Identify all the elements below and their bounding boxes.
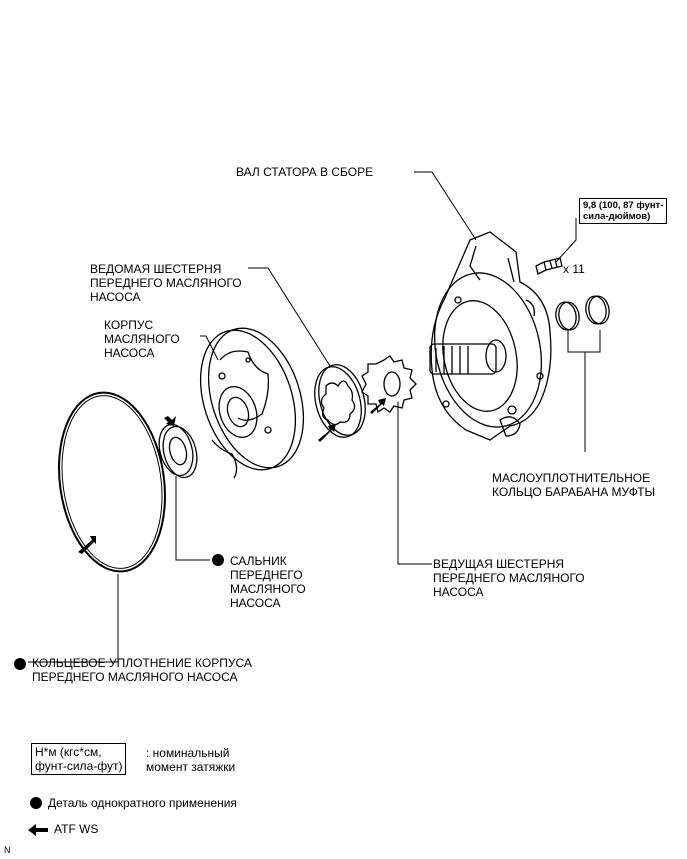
bolt-drawing xyxy=(535,257,563,275)
label-oil-seal: САЛЬНИК ПЕРЕДНЕГО МАСЛЯНОГО НАСОСА xyxy=(230,554,306,610)
legend-non-reusable-dot-icon xyxy=(30,797,42,809)
legend-unit-desc: : номинальный момент затяжки xyxy=(146,746,236,774)
legend-arrow-icon xyxy=(28,824,48,836)
label-drive-gear: ВЕДУЩАЯ ШЕСТЕРНЯ ПЕРЕДНЕГО МАСЛЯНОГО НАС… xyxy=(433,557,585,599)
legend-non-reusable: Деталь однократного применения xyxy=(48,796,237,810)
label-driven-gear: ВЕДОМАЯ ШЕСТЕРНЯ ПЕРЕДНЕГО МАСЛЯНОГО НАС… xyxy=(90,262,242,304)
bolt-count: x 11 xyxy=(563,262,585,276)
stator-shaft-drawing xyxy=(429,231,552,441)
label-stator-shaft: ВАЛ СТАТОРА В СБОРЕ xyxy=(236,165,374,179)
label-seal-ring: МАСЛОУПЛОТНИТЕЛЬНОЕ КОЛЬЦО БАРАБАНА МУФТ… xyxy=(492,471,656,499)
seal-rings-drawing xyxy=(555,295,610,331)
torque-spec-box: 9,8 (100, 87 фунт- сила-дюймов) xyxy=(579,198,668,224)
label-o-ring: КОЛЬЦЕВОЕ УПЛОТНЕНИЕ КОРПУСА ПЕРЕДНЕГО М… xyxy=(32,656,252,684)
non-reusable-dot-icon xyxy=(14,658,26,670)
oil-seal-drawing xyxy=(158,423,198,479)
legend-atf: ATF WS xyxy=(54,822,99,836)
label-pump-body: КОРПУС МАСЛЯНОГО НАСОСА xyxy=(104,318,180,360)
pump-body-drawing xyxy=(199,327,305,479)
leader-lines xyxy=(28,171,601,663)
driven-gear-drawing xyxy=(314,364,366,438)
legend-unit-box: Н*м (кгс*см, фунт-сила-фут) xyxy=(31,743,127,775)
corner-mark: N xyxy=(4,845,11,855)
non-reusable-dot-icon xyxy=(212,554,224,566)
atf-arrows xyxy=(78,398,386,554)
o-ring-drawing xyxy=(58,391,166,573)
drive-gear-drawing xyxy=(361,355,417,414)
